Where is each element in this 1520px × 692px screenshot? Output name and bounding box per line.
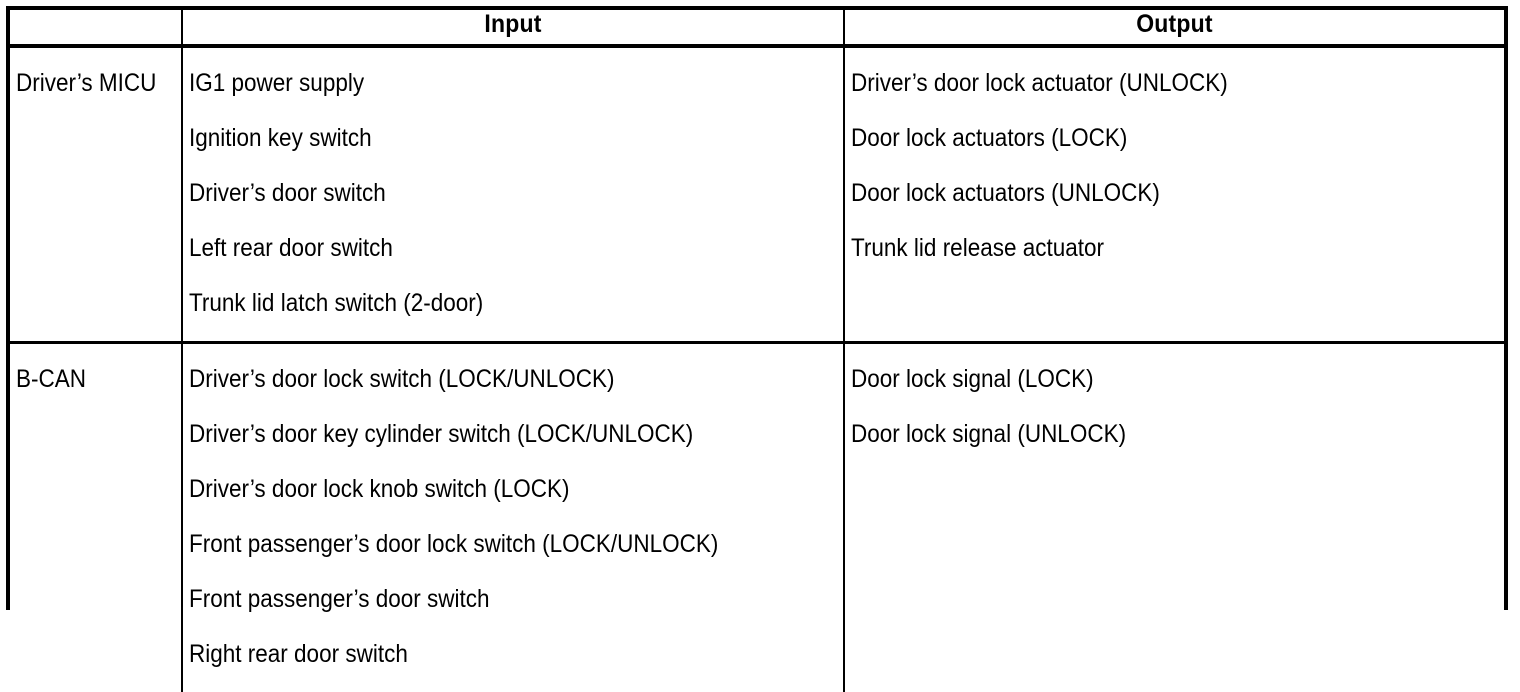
input-output-table: Input Output Driver’s MICU IG1 power sup… [10, 10, 1504, 692]
output-item: Driver’s door lock actuator (UNLOCK) [851, 56, 1433, 111]
input-item: Driver’s door switch [189, 166, 772, 221]
input-item: Trunk lid latch switch (2-door) [189, 276, 772, 331]
system-label: Driver’s MICU [16, 56, 159, 111]
table-row: B-CAN Driver’s door lock switch (LOCK/UN… [10, 343, 1504, 692]
header-row: Input Output [10, 10, 1504, 46]
output-cell: Door lock signal (LOCK) Door lock signal… [844, 343, 1504, 692]
table-header: Input Output [10, 10, 1504, 46]
output-item: Door lock actuators (LOCK) [851, 111, 1433, 166]
column-header-system [17, 10, 175, 46]
input-cell: Driver’s door lock switch (LOCK/UNLOCK) … [182, 343, 844, 692]
system-label: B-CAN [16, 352, 159, 407]
output-item: Door lock signal (UNLOCK) [851, 407, 1433, 462]
system-cell: Driver’s MICU [10, 46, 182, 343]
table-row: Driver’s MICU IG1 power supply Ignition … [10, 46, 1504, 343]
column-header-input: Input [208, 10, 817, 46]
input-item: Front passenger’s door switch [189, 572, 772, 627]
output-item: Door lock actuators (UNLOCK) [851, 166, 1433, 221]
output-item: Trunk lid release actuator [851, 221, 1433, 276]
input-item: Driver’s door lock switch (LOCK/UNLOCK) [189, 352, 772, 407]
output-item: Door lock signal (LOCK) [851, 352, 1433, 407]
input-item: Driver’s door key cylinder switch (LOCK/… [189, 407, 772, 462]
input-item: Right rear door switch [189, 627, 772, 682]
column-header-output: Output [870, 10, 1477, 46]
io-table-container: Input Output Driver’s MICU IG1 power sup… [6, 6, 1508, 610]
input-item: Front passenger’s door lock switch (LOCK… [189, 517, 772, 572]
system-cell: B-CAN [10, 343, 182, 692]
input-item: Ignition key switch [189, 111, 772, 166]
input-item: IG1 power supply [189, 56, 772, 111]
output-cell: Driver’s door lock actuator (UNLOCK) Doo… [844, 46, 1504, 343]
table-body: Driver’s MICU IG1 power supply Ignition … [10, 46, 1504, 692]
input-cell: IG1 power supply Ignition key switch Dri… [182, 46, 844, 343]
input-item: Left rear door switch [189, 221, 772, 276]
input-item: Driver’s door lock knob switch (LOCK) [189, 462, 772, 517]
